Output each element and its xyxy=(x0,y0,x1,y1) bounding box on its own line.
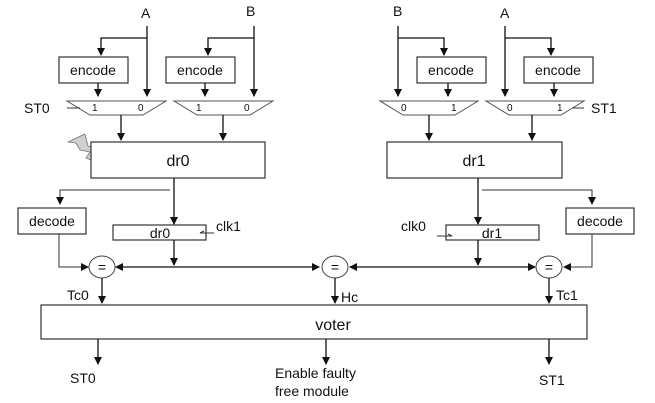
encoder-right-b: encode xyxy=(416,56,487,84)
output-st0-label: ST0 xyxy=(70,370,96,386)
svg-text:decode: decode xyxy=(29,213,75,229)
decoder-right: decode xyxy=(565,207,635,235)
register-dr1: dr1 xyxy=(437,224,540,241)
svg-text:0: 0 xyxy=(138,103,144,114)
input-b-left-label: B xyxy=(246,3,255,19)
svg-text:encode: encode xyxy=(428,62,474,78)
wire-a-left xyxy=(97,26,151,97)
svg-text:0: 0 xyxy=(507,103,513,114)
svg-text:encode: encode xyxy=(535,62,581,78)
mux-right-1: 0 1 xyxy=(378,100,480,116)
input-a-left-label: A xyxy=(141,5,151,21)
comparator-right: = xyxy=(535,255,563,279)
wire-dr1-out xyxy=(474,178,596,225)
mux-right-2: 0 1 xyxy=(484,100,586,116)
svg-text:=: = xyxy=(98,259,106,275)
svg-text:encode: encode xyxy=(70,62,116,78)
clk1-label: clk1 xyxy=(216,218,241,234)
input-b-right-label: B xyxy=(393,3,402,19)
svg-text:decode: decode xyxy=(577,213,623,229)
svg-text:1: 1 xyxy=(196,103,202,114)
dr1-block: dr1 xyxy=(386,141,563,179)
mux-left-1: 1 0 xyxy=(65,100,168,116)
svg-text:=: = xyxy=(545,259,553,275)
svg-text:1: 1 xyxy=(557,103,563,114)
wire-b-left xyxy=(204,26,258,97)
compare-bus xyxy=(58,234,593,271)
svg-text:dr1: dr1 xyxy=(482,225,502,241)
wire-dr0-out xyxy=(56,178,178,225)
svg-text:dr0: dr0 xyxy=(150,225,170,241)
dr0-block: dr0 xyxy=(90,141,266,179)
output-enable-line1: Enable faulty xyxy=(275,365,356,381)
svg-text:=: = xyxy=(331,259,339,275)
output-enable-line2: free module xyxy=(275,383,349,399)
svg-text:dr1: dr1 xyxy=(462,153,485,170)
mux-left-2: 1 0 xyxy=(172,100,275,116)
output-st1-label: ST1 xyxy=(539,372,565,388)
register-dr0: dr0 xyxy=(112,224,214,241)
encoder-left-a: encode xyxy=(58,56,129,84)
voter-block: voter xyxy=(40,304,588,340)
encoder-right-a: encode xyxy=(523,56,594,84)
select-st0-label: ST0 xyxy=(24,100,50,116)
wire-b-right xyxy=(394,26,448,97)
hc-label: Hc xyxy=(341,289,358,305)
input-a-right-label: A xyxy=(500,5,510,21)
comparator-left: = xyxy=(88,255,116,279)
svg-text:1: 1 xyxy=(92,103,98,114)
encoder-left-b: encode xyxy=(165,56,236,84)
tc0-label: Tc0 xyxy=(67,287,89,303)
svg-text:voter: voter xyxy=(315,317,351,334)
clk0-label: clk0 xyxy=(401,218,426,234)
comparator-middle: = xyxy=(321,255,349,279)
svg-text:1: 1 xyxy=(451,103,457,114)
svg-text:0: 0 xyxy=(244,103,250,114)
tc1-label: Tc1 xyxy=(556,287,578,303)
decoder-left: decode xyxy=(17,207,87,235)
svg-text:dr0: dr0 xyxy=(166,153,189,170)
wire-a-right xyxy=(501,26,555,97)
svg-text:0: 0 xyxy=(401,103,407,114)
select-st1-label: ST1 xyxy=(591,100,617,116)
svg-text:encode: encode xyxy=(177,62,223,78)
